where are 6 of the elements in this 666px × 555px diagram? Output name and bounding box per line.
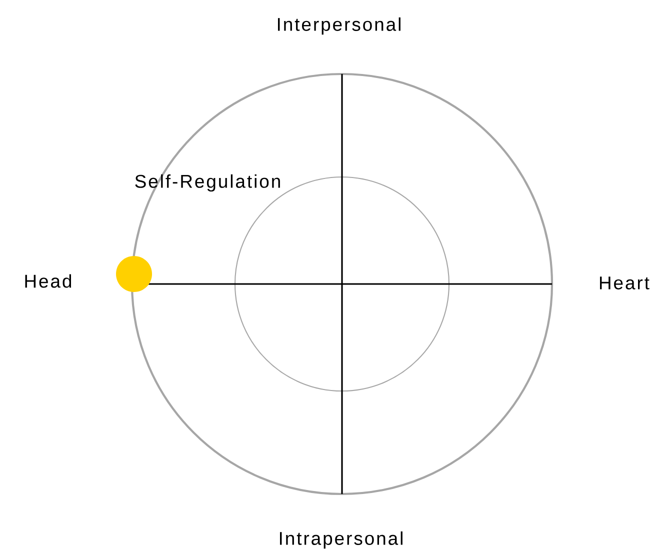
axis-label: Interpersonal	[278, 17, 400, 35]
axis-label: Intrapersonal	[280, 531, 402, 549]
marker-dot	[116, 256, 152, 292]
axis-label: Heart	[600, 276, 650, 290]
axis-label: Head	[25, 274, 72, 288]
dot-label: Self-Regulation	[135, 174, 280, 192]
